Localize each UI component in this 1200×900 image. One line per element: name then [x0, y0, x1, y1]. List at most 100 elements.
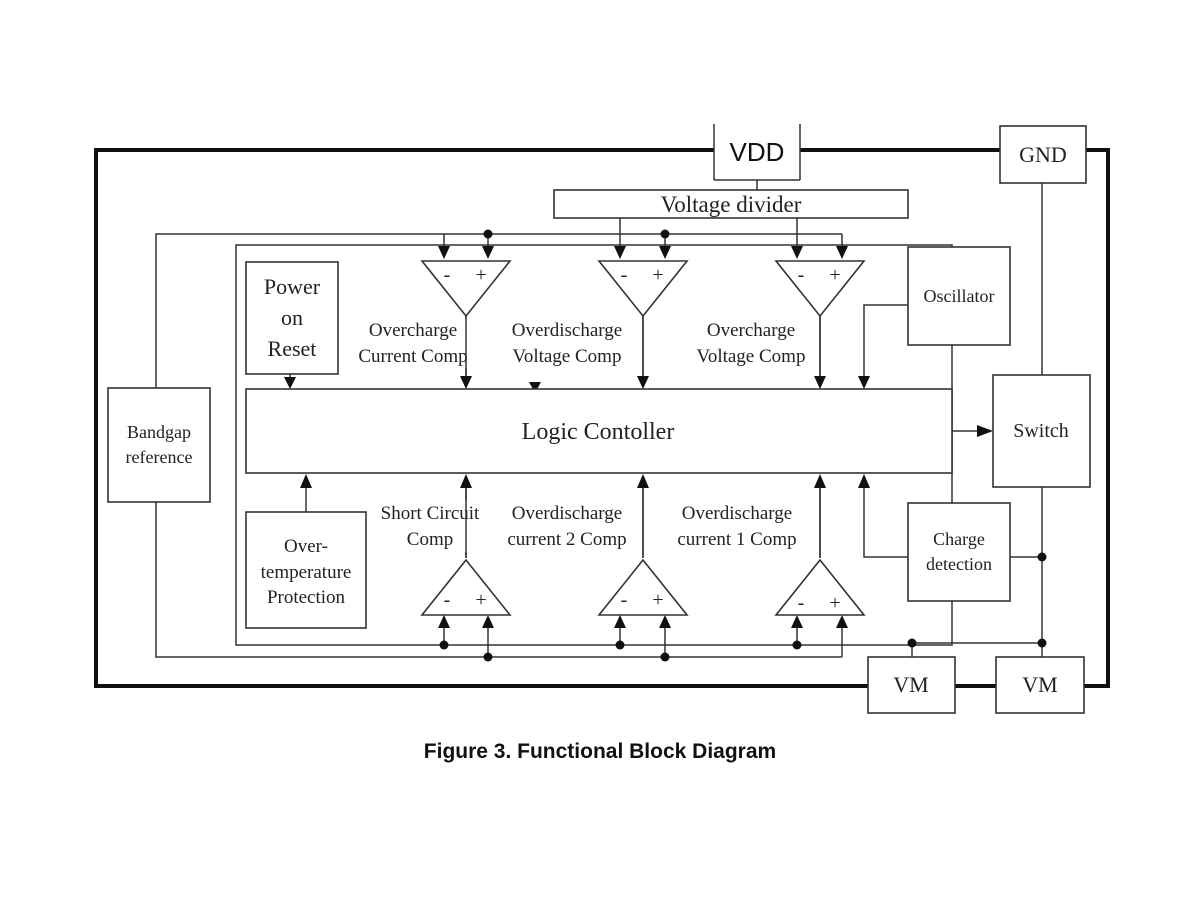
junction-dot: [483, 652, 493, 662]
junction-dot: [1037, 552, 1047, 562]
comparator-minus-sign: -: [621, 589, 628, 611]
vdd-block: VDD: [713, 124, 801, 181]
arrow-right: [977, 425, 993, 437]
comparator-overdischarge-current-2: - +: [597, 558, 689, 616]
comparator-label-line: Voltage Comp: [513, 346, 622, 367]
arrow-down: [614, 246, 626, 259]
gnd-label: GND: [1019, 142, 1067, 167]
arrow-up: [858, 474, 870, 488]
junction-dot: [660, 652, 670, 662]
bandgap-reference-block: Bandgap reference: [107, 387, 211, 503]
arrow-down: [284, 377, 296, 389]
vm-left-label: VM: [893, 672, 928, 697]
comparator-minus-sign: -: [444, 589, 451, 611]
comparator-overdischarge-current-1: - +: [774, 558, 866, 616]
comparator-label-line: Overdischarge: [512, 503, 622, 524]
junction-dot: [660, 229, 670, 239]
comparator-minus-sign: -: [798, 592, 805, 614]
voltage-divider-block: Voltage divider: [553, 189, 909, 219]
junction-dot: [439, 640, 449, 650]
power-on-reset-line: on: [281, 305, 303, 330]
arrow-up: [460, 474, 472, 488]
comparator-overdischarge-voltage: - +: [597, 260, 689, 318]
comparator-plus-sign: +: [652, 589, 663, 611]
bottom-comparator-labels: Short Circuit Comp Overdischarge current…: [370, 500, 810, 552]
comparator-label-line: Overcharge: [369, 320, 457, 341]
arrow-down: [637, 376, 649, 389]
outer-supply-loop: [94, 148, 1110, 688]
vm-left-block: VM: [867, 656, 956, 714]
junction-dots: [439, 229, 1047, 662]
junction-dot: [1037, 638, 1047, 648]
comparator-plus-sign: +: [475, 264, 486, 286]
gnd-block: GND: [999, 125, 1087, 184]
charge-detection-line: Charge: [933, 529, 985, 549]
comparator-label-line: Voltage Comp: [697, 346, 806, 367]
arrow-down: [460, 376, 472, 389]
vdd-label: VDD: [730, 137, 785, 167]
switch-label: Switch: [1013, 420, 1069, 442]
bandgap-line: reference: [126, 447, 193, 467]
arrow-down: [529, 382, 541, 393]
comparator-label-line: current 2 Comp: [507, 529, 626, 550]
oscillator-block: Oscillator: [907, 246, 1011, 346]
over-temp-line: Over-: [284, 536, 328, 557]
figure-caption: Figure 3. Functional Block Diagram: [424, 740, 776, 763]
comparator-minus-sign: -: [444, 264, 451, 286]
comparator-label-line: current 1 Comp: [677, 529, 796, 550]
comparator-label-line: Comp: [407, 529, 453, 550]
arrow-up: [836, 615, 848, 628]
power-on-reset-block: Power on Reset: [245, 261, 339, 375]
arrow-up: [791, 615, 803, 628]
junction-dot: [615, 640, 625, 650]
comparator-minus-sign: -: [621, 264, 628, 286]
logic-controller-label: Logic Contoller: [522, 419, 675, 445]
logic-controller-block: Logic Contoller: [245, 388, 953, 474]
oscillator-label: Oscillator: [924, 286, 995, 306]
arrowheads: [284, 246, 993, 628]
vm-right-block: VM: [995, 656, 1085, 714]
top-comparator-labels: Overcharge Current Comp Overdischarge Vo…: [350, 318, 816, 368]
junction-dot: [483, 229, 493, 239]
power-on-reset-line: Reset: [268, 336, 317, 361]
junction-dot: [907, 638, 917, 648]
arrow-up: [614, 615, 626, 628]
power-on-reset-line: Power: [264, 274, 321, 299]
bandgap-line: Bandgap: [127, 422, 191, 442]
over-temperature-block: Over- temperature Protection: [245, 511, 367, 629]
arrow-up: [482, 615, 494, 628]
comparator-label-line: Short Circuit: [381, 503, 480, 524]
arrow-down: [858, 376, 870, 389]
arrow-up: [300, 474, 312, 488]
comparator-overcharge-voltage: - +: [774, 260, 866, 318]
arrow-up: [637, 474, 649, 488]
comparator-overcharge-current: - +: [420, 260, 512, 318]
arrow-down: [836, 246, 848, 259]
over-temp-line: Protection: [267, 587, 346, 608]
comparator-plus-sign: +: [475, 589, 486, 611]
comparator-plus-sign: +: [829, 264, 840, 286]
comparator-label-line: Overcharge: [707, 320, 795, 341]
arrow-up: [814, 474, 826, 488]
comparator-label-line: Current Comp: [358, 346, 467, 367]
arrow-up: [659, 615, 671, 628]
over-temp-line: temperature: [261, 562, 352, 583]
voltage-divider-label: Voltage divider: [661, 192, 802, 217]
junction-dot: [792, 640, 802, 650]
comparator-plus-sign: +: [829, 592, 840, 614]
charge-detection-block: Charge detection: [907, 502, 1011, 602]
arrow-up: [438, 615, 450, 628]
vm-right-label: VM: [1022, 672, 1057, 697]
arrow-down: [659, 246, 671, 259]
comparator-label-line: Overdischarge: [682, 503, 792, 524]
comparator-minus-sign: -: [798, 264, 805, 286]
wire-overlays: [465, 316, 821, 558]
arrow-down: [482, 246, 494, 259]
arrow-down: [814, 376, 826, 389]
switch-block: Switch: [992, 374, 1091, 488]
comparator-label-line: Overdischarge: [512, 320, 622, 341]
arrow-down: [791, 246, 803, 259]
charge-detection-line: detection: [926, 554, 992, 574]
comparator-plus-sign: +: [652, 264, 663, 286]
